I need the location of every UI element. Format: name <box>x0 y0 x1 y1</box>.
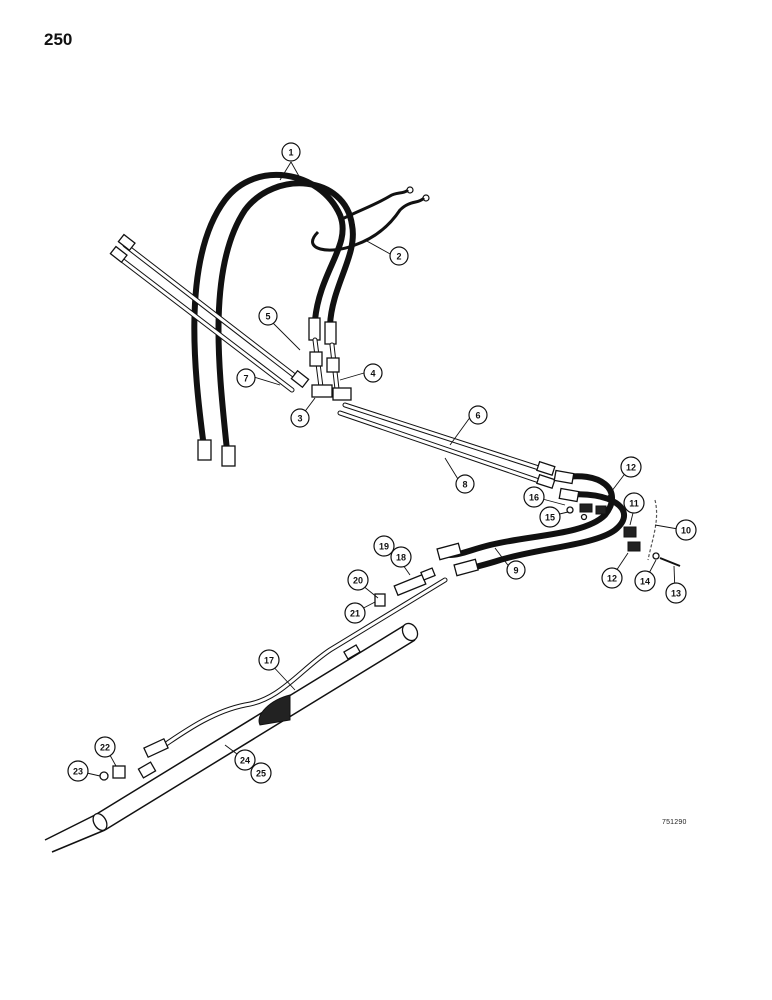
svg-text:13: 13 <box>671 589 681 599</box>
callout-22: 22 <box>94 736 116 758</box>
svg-text:4: 4 <box>370 369 375 379</box>
tube-17 <box>143 577 448 759</box>
svg-text:14: 14 <box>640 577 650 587</box>
callout-24: 24 <box>234 749 256 771</box>
callout-8: 8 <box>455 474 475 494</box>
svg-text:5: 5 <box>265 312 270 322</box>
callout-12-lower: 12 <box>601 567 623 589</box>
line-2 <box>311 186 430 252</box>
callout-18: 18 <box>390 546 412 568</box>
svg-text:1: 1 <box>288 148 293 158</box>
callout-21: 21 <box>344 602 366 624</box>
svg-text:25: 25 <box>256 769 266 779</box>
svg-text:12: 12 <box>626 463 636 473</box>
fittings-18-21 <box>374 567 436 607</box>
svg-text:6: 6 <box>475 411 480 421</box>
svg-text:7: 7 <box>243 374 248 384</box>
callout-16: 16 <box>523 486 545 508</box>
callouts: 1 2 3 4 5 6 7 8 <box>67 142 697 784</box>
callout-7: 7 <box>236 368 256 388</box>
callout-20: 20 <box>347 569 369 591</box>
callout-6: 6 <box>468 405 488 425</box>
svg-text:19: 19 <box>379 542 389 552</box>
svg-text:9: 9 <box>513 566 518 576</box>
drawing-code: 751290 <box>662 819 687 826</box>
callout-19: 19 <box>373 535 395 557</box>
callout-3: 3 <box>290 408 310 428</box>
svg-text:3: 3 <box>297 414 302 424</box>
clamp-parts <box>566 499 681 567</box>
callout-15: 15 <box>539 506 561 528</box>
svg-text:2: 2 <box>396 252 401 262</box>
svg-text:11: 11 <box>629 499 639 509</box>
hoses-9 <box>436 469 627 577</box>
tubes-6-8 <box>337 402 556 490</box>
svg-text:24: 24 <box>240 756 250 766</box>
callout-11: 11 <box>623 492 645 514</box>
svg-text:21: 21 <box>350 609 360 619</box>
svg-text:23: 23 <box>73 767 83 777</box>
svg-text:8: 8 <box>462 480 467 490</box>
svg-text:12: 12 <box>607 574 617 584</box>
callout-25: 25 <box>250 762 272 784</box>
callout-17: 17 <box>258 649 280 671</box>
fittings-3-4 <box>309 337 352 401</box>
callout-9: 9 <box>506 560 526 580</box>
svg-text:22: 22 <box>100 743 110 753</box>
svg-text:15: 15 <box>545 513 555 523</box>
svg-text:10: 10 <box>681 526 691 536</box>
cylinder-24-25 <box>44 622 419 853</box>
tubes-5-7 <box>109 233 310 393</box>
callout-14: 14 <box>634 570 656 592</box>
callout-4: 4 <box>363 363 383 383</box>
svg-text:16: 16 <box>529 493 539 503</box>
svg-text:18: 18 <box>396 553 406 563</box>
fittings-22-23 <box>99 765 126 781</box>
hoses-1 <box>191 172 356 467</box>
callout-23: 23 <box>67 760 89 782</box>
leader-lines <box>77 161 679 777</box>
page-number: 250 <box>44 30 73 49</box>
svg-text:17: 17 <box>264 656 274 666</box>
callout-5: 5 <box>258 306 278 326</box>
callout-12-upper: 12 <box>620 456 642 478</box>
svg-text:20: 20 <box>353 576 363 586</box>
callout-2: 2 <box>389 246 409 266</box>
callout-1: 1 <box>281 142 301 162</box>
callout-10: 10 <box>675 519 697 541</box>
callout-13: 13 <box>665 582 687 604</box>
